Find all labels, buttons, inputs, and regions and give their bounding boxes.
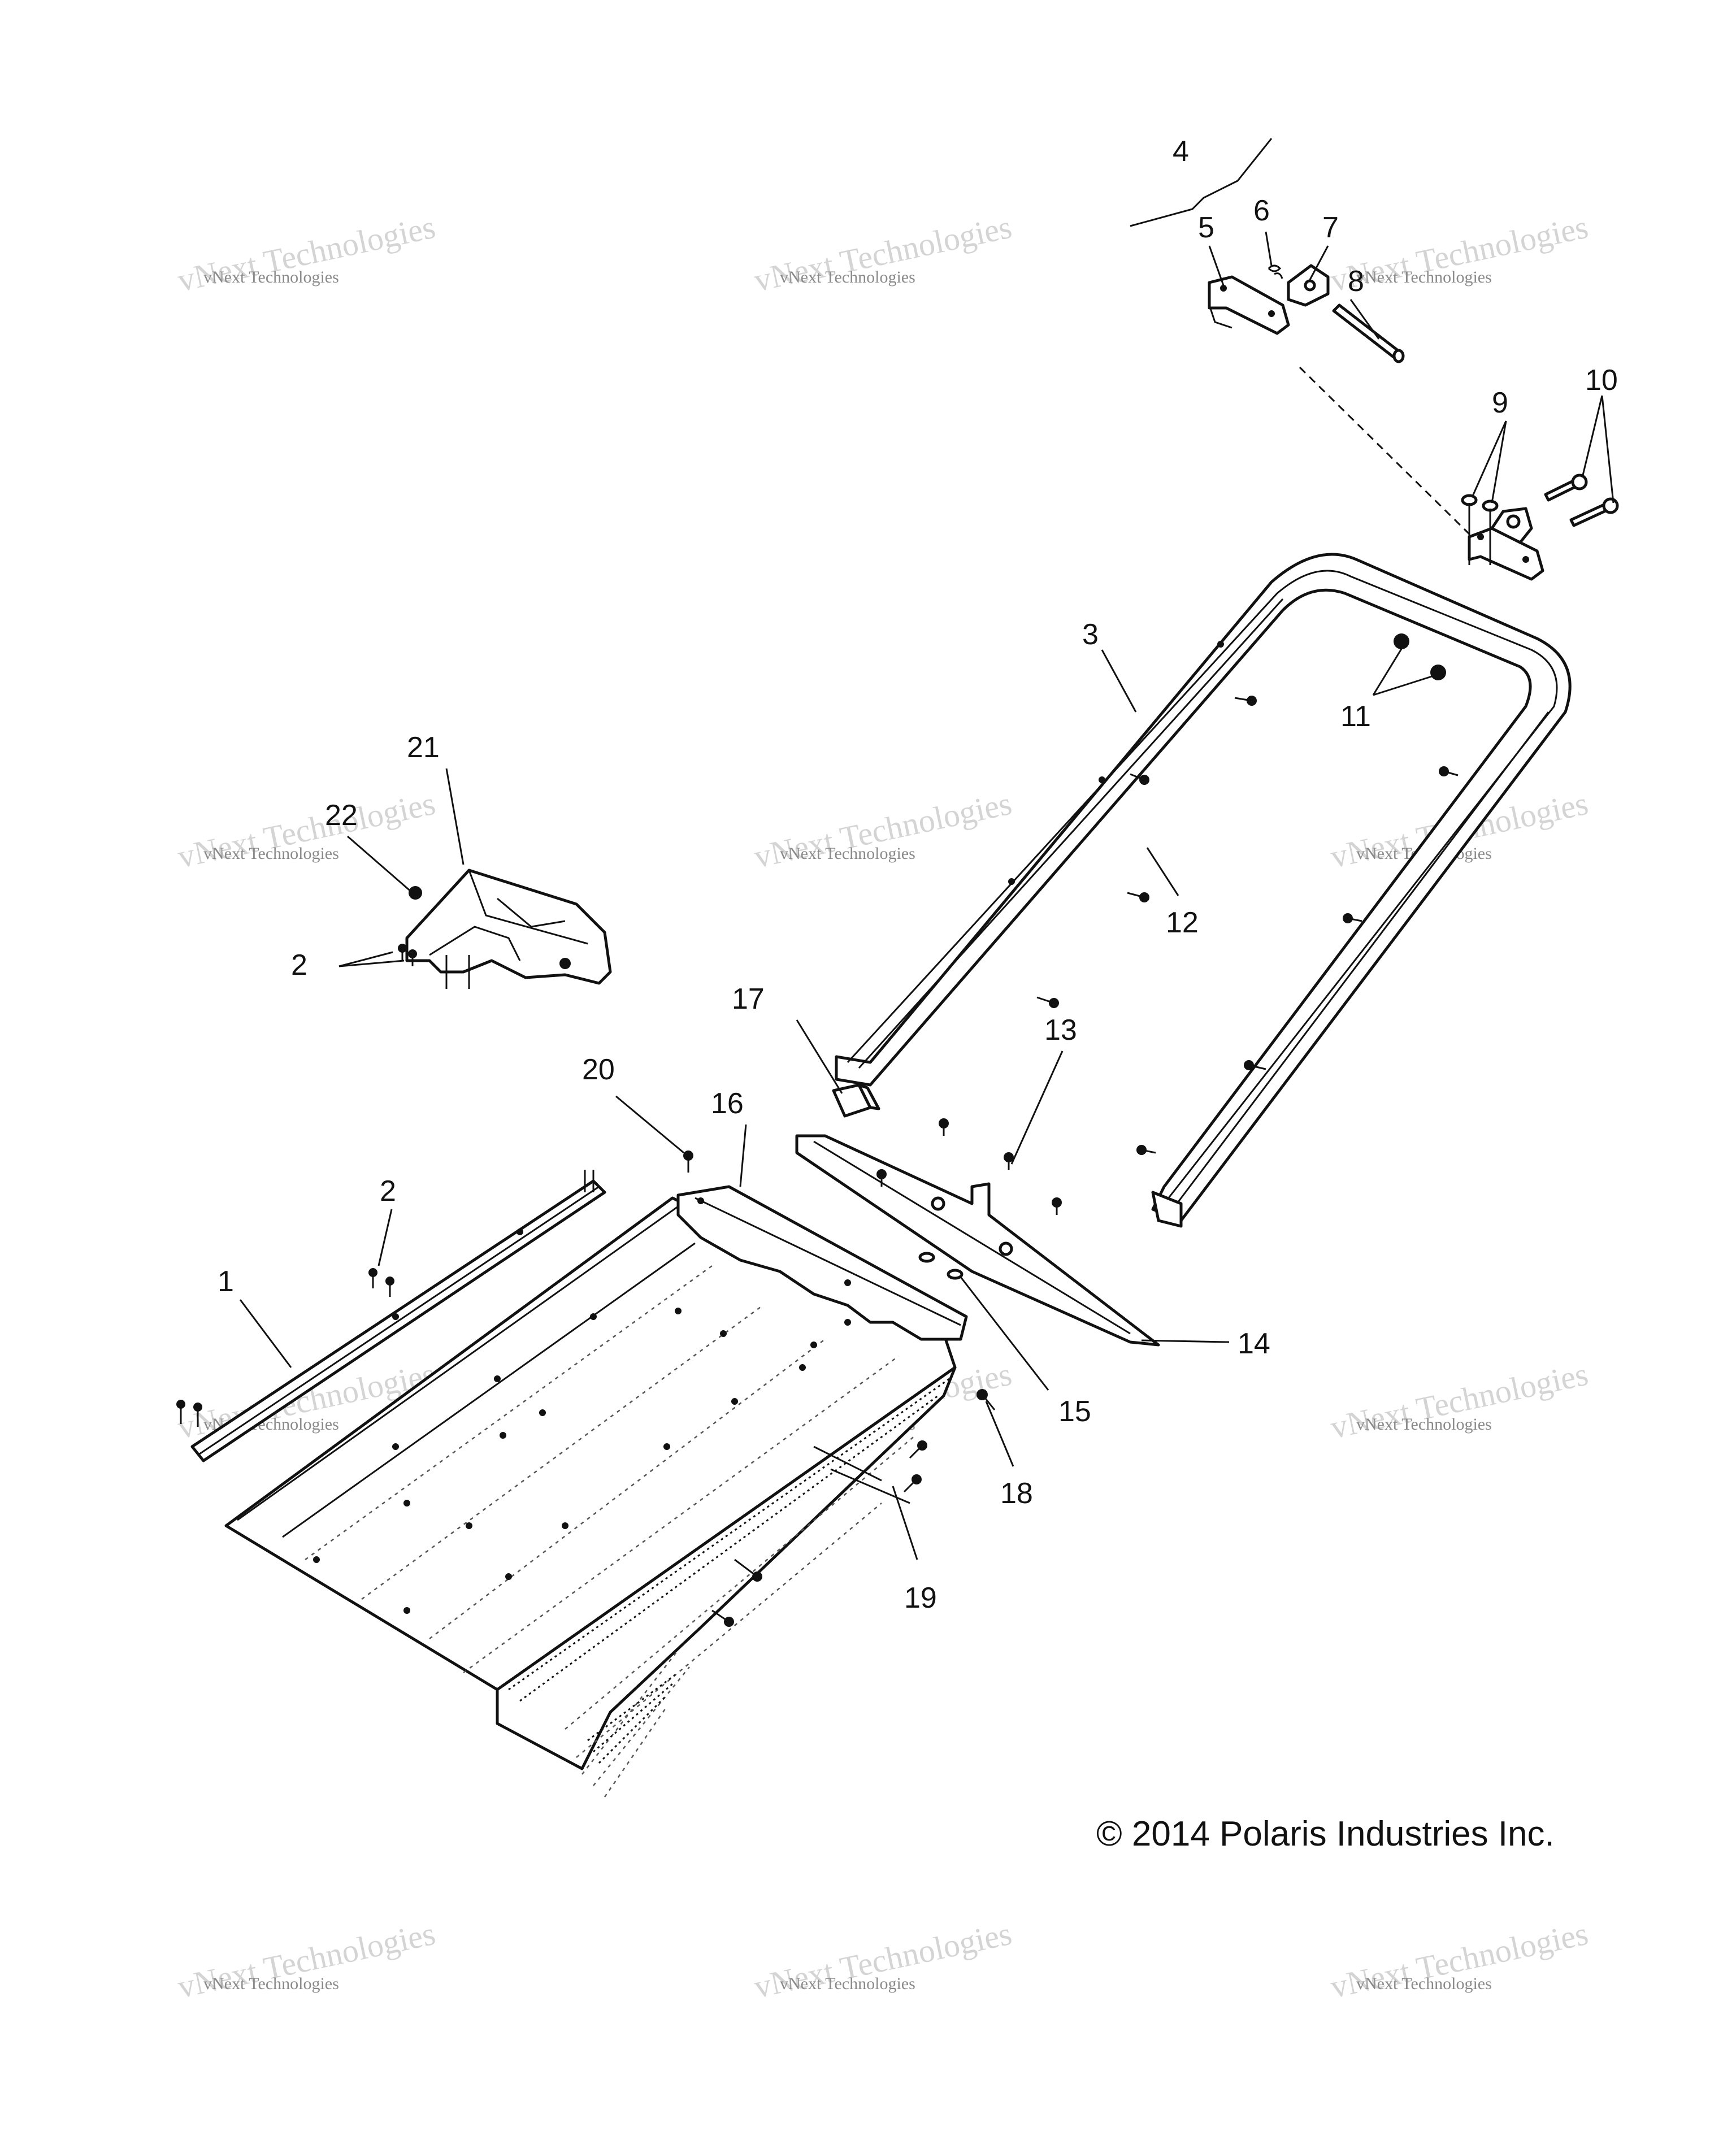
part-21-cover <box>405 869 612 989</box>
callout-17: 17 <box>732 983 765 1015</box>
watermark: vNext Technologies vNext Technologies <box>1327 1915 1591 2005</box>
callout-1: 1 <box>218 1265 234 1298</box>
part-2-bolts <box>368 1268 394 1297</box>
callout-20: 20 <box>582 1053 615 1086</box>
part-15-washers <box>918 1252 964 1280</box>
part-19-bolts <box>711 1440 927 1627</box>
leader-lines <box>239 138 1615 1560</box>
callout-15: 15 <box>1058 1395 1091 1428</box>
svg-text:vNext Technologies: vNext Technologies <box>1356 268 1492 286</box>
part-6-clip <box>1268 264 1283 279</box>
svg-text:vNext Technologies: vNext Technologies <box>203 844 339 863</box>
hinge-bracket-lower <box>1468 507 1544 581</box>
callout-7: 7 <box>1322 211 1339 244</box>
callout-8: 8 <box>1348 265 1364 298</box>
svg-text:vNext Technologies: vNext Technologies <box>1356 1415 1492 1434</box>
part-10-bolts <box>1544 474 1619 527</box>
part-17-block <box>832 1083 880 1118</box>
svg-text:vNext Technologies: vNext Technologies <box>780 1974 915 1993</box>
part-11-nuts <box>1394 633 1446 680</box>
callout-labels: 1 2 2 3 4 5 6 7 8 9 10 11 12 13 14 15 16… <box>218 135 1618 1614</box>
tunnel-assembly <box>224 1196 957 1798</box>
callout-13: 13 <box>1044 1014 1077 1047</box>
part-5-bracket <box>1208 275 1290 335</box>
callout-11: 11 <box>1340 700 1371 733</box>
watermark: vNext Technologies vNext Technologies <box>175 1915 439 2005</box>
watermark: vNext Technologies vNext Technologies <box>175 209 439 299</box>
part-14-cross-brace <box>795 1134 1160 1347</box>
copyright-text: © 2014 Polaris Industries Inc. <box>1096 1814 1555 1853</box>
watermark: vNext Technologies vNext Technologies <box>751 785 1015 875</box>
part-3-grab-handle <box>835 553 1572 1228</box>
part-4-hinge-assembly <box>1208 264 1619 581</box>
part-20-screw <box>683 1151 693 1173</box>
svg-text:vNext Technologies: vNext Technologies <box>1356 1974 1492 1993</box>
callout-3: 3 <box>1082 618 1099 651</box>
callout-9: 9 <box>1492 387 1508 419</box>
callout-2: 2 <box>291 949 307 982</box>
callout-4: 4 <box>1173 135 1189 168</box>
part-16-rear-bracket <box>676 1185 968 1341</box>
callout-6: 6 <box>1253 194 1270 227</box>
part-1-side-rail <box>190 1170 606 1462</box>
watermark: vNext Technologies vNext Technologies <box>175 785 439 875</box>
callout-19: 19 <box>904 1582 937 1614</box>
part-12-bolts <box>1036 696 1459 1155</box>
part-7-plate <box>1287 264 1330 307</box>
part-9-washers <box>1461 494 1499 512</box>
part-13-screws <box>876 1118 1062 1215</box>
svg-text:vNext Technologies: vNext Technologies <box>203 268 339 286</box>
callout-14: 14 <box>1238 1327 1270 1360</box>
part-22-nut <box>409 886 422 900</box>
watermark: vNext Technologies vNext Technologies <box>751 1915 1015 2005</box>
svg-text:vNext Technologies: vNext Technologies <box>780 268 915 286</box>
part-18-bolt <box>976 1389 996 1410</box>
watermark: vNext Technologies vNext Technologies <box>751 209 1015 299</box>
callout-12: 12 <box>1166 906 1199 939</box>
callout-2: 2 <box>380 1175 396 1208</box>
callout-16: 16 <box>711 1087 744 1120</box>
callout-5: 5 <box>1198 211 1214 244</box>
callout-21: 21 <box>407 731 440 764</box>
callout-10: 10 <box>1585 364 1618 397</box>
watermark: vNext Technologies vNext Technologies <box>1327 209 1591 299</box>
svg-text:vNext Technologies: vNext Technologies <box>780 844 915 863</box>
callout-22: 22 <box>325 799 358 832</box>
bolt <box>176 1400 202 1427</box>
svg-text:vNext Technologies: vNext Technologies <box>203 1974 339 1993</box>
callout-18: 18 <box>1000 1477 1033 1510</box>
watermark: vNext Technologies vNext Technologies <box>1327 1356 1591 1446</box>
watermarks: vNext Technologies vNext Technologies vN… <box>175 209 1591 2005</box>
part-2-bolts <box>398 944 417 966</box>
part-8-pin <box>1332 303 1405 363</box>
